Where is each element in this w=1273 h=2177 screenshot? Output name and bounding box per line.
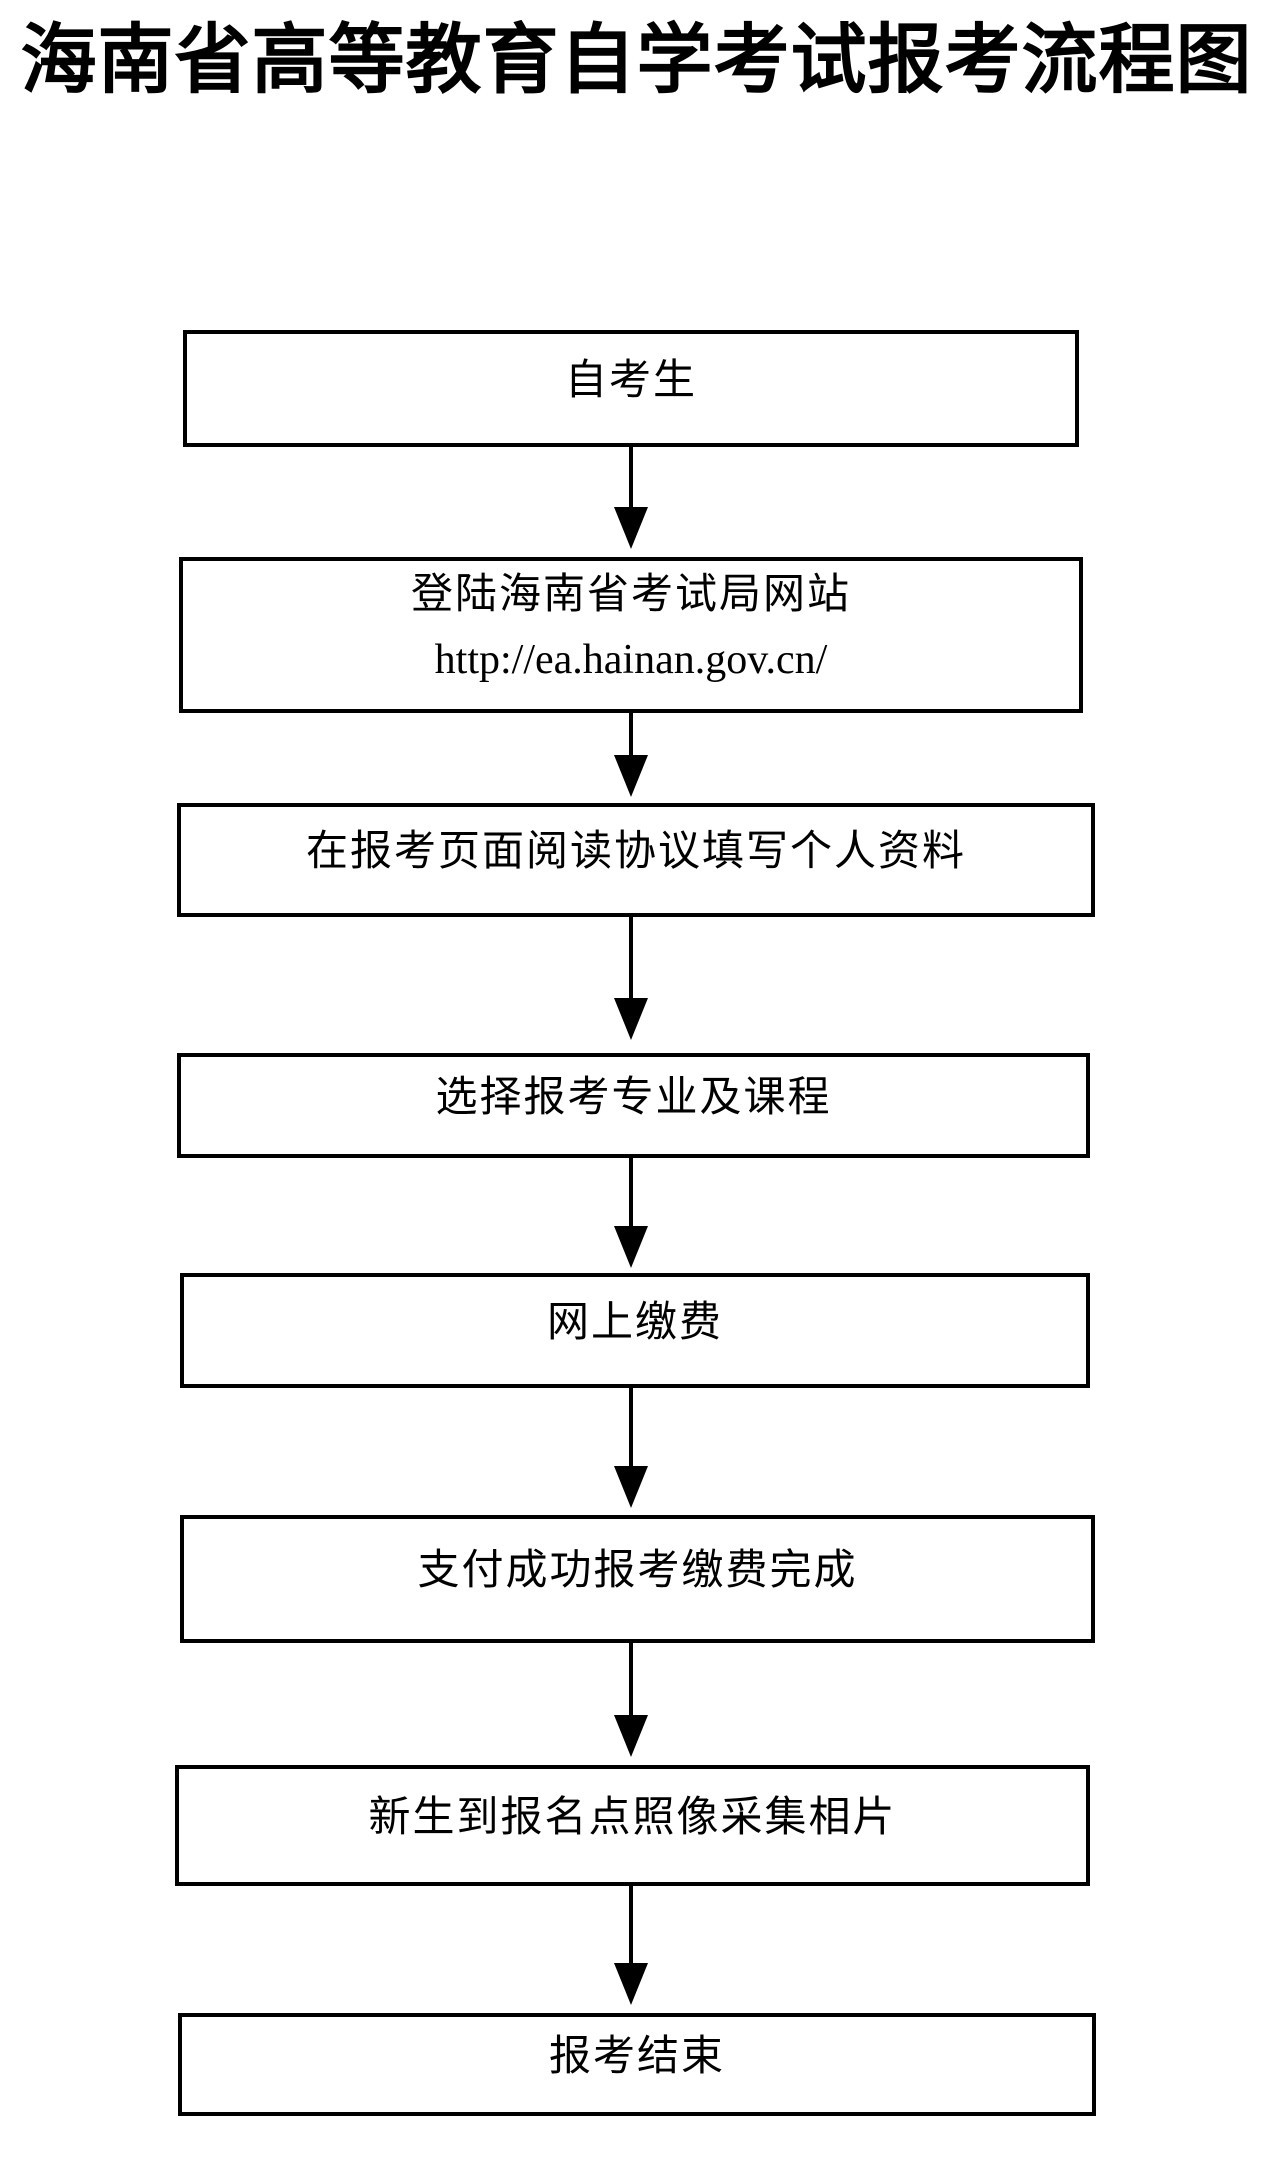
arrow-shaft <box>629 447 633 507</box>
flow-step-label: 报考结束 <box>548 2033 725 2080</box>
flow-step-registration-finished: 报考结束 <box>178 2013 1096 2116</box>
flow-step-payment-success: 支付成功报考缴费完成 <box>180 1515 1095 1643</box>
flow-step-label: 选择报考专业及课程 <box>435 1074 832 1121</box>
flow-step-label: 登陆海南省考试局网站 <box>410 571 851 618</box>
arrow-head <box>614 1466 648 1508</box>
arrow-down-icon <box>613 713 649 797</box>
flow-step-label: 在报考页面阅读协议填写个人资料 <box>305 829 966 876</box>
arrow-head <box>614 1226 648 1268</box>
arrow-shaft <box>629 917 633 998</box>
arrow-down-icon <box>613 447 649 549</box>
website-url-text: http://ea.hainan.gov.cn/ <box>434 637 828 683</box>
flow-step-label: 新生到报名点照像采集相片 <box>368 1794 897 1841</box>
arrow-shaft <box>629 1158 633 1226</box>
arrow-shaft <box>629 1643 633 1715</box>
arrow-shaft <box>629 1388 633 1466</box>
flow-step-label: 自考生 <box>564 357 697 404</box>
arrow-shaft <box>629 713 633 755</box>
arrow-shaft <box>629 1886 633 1963</box>
page-title: 海南省高等教育自学考试报考流程图 <box>20 19 1253 103</box>
flow-step-login-website: 登陆海南省考试局网站 http://ea.hainan.gov.cn/ <box>179 557 1083 713</box>
flow-step-pay-online: 网上缴费 <box>180 1273 1090 1388</box>
arrow-head <box>614 755 648 797</box>
flow-step-label: 支付成功报考缴费完成 <box>417 1548 858 1595</box>
arrow-down-icon <box>613 917 649 1040</box>
arrow-head <box>614 1715 648 1757</box>
flow-step-candidate: 自考生 <box>183 330 1079 447</box>
arrow-down-icon <box>613 1158 649 1268</box>
arrow-head <box>614 998 648 1040</box>
flow-step-label: 网上缴费 <box>546 1299 723 1346</box>
flow-step-photo-capture: 新生到报名点照像采集相片 <box>175 1765 1090 1886</box>
flow-step-read-agreement-fill-info: 在报考页面阅读协议填写个人资料 <box>177 803 1095 917</box>
arrow-head <box>614 507 648 549</box>
arrow-down-icon <box>613 1643 649 1757</box>
arrow-down-icon <box>613 1388 649 1508</box>
arrow-head <box>614 1963 648 2005</box>
arrow-down-icon <box>613 1886 649 2005</box>
flow-step-select-major-courses: 选择报考专业及课程 <box>177 1053 1090 1158</box>
